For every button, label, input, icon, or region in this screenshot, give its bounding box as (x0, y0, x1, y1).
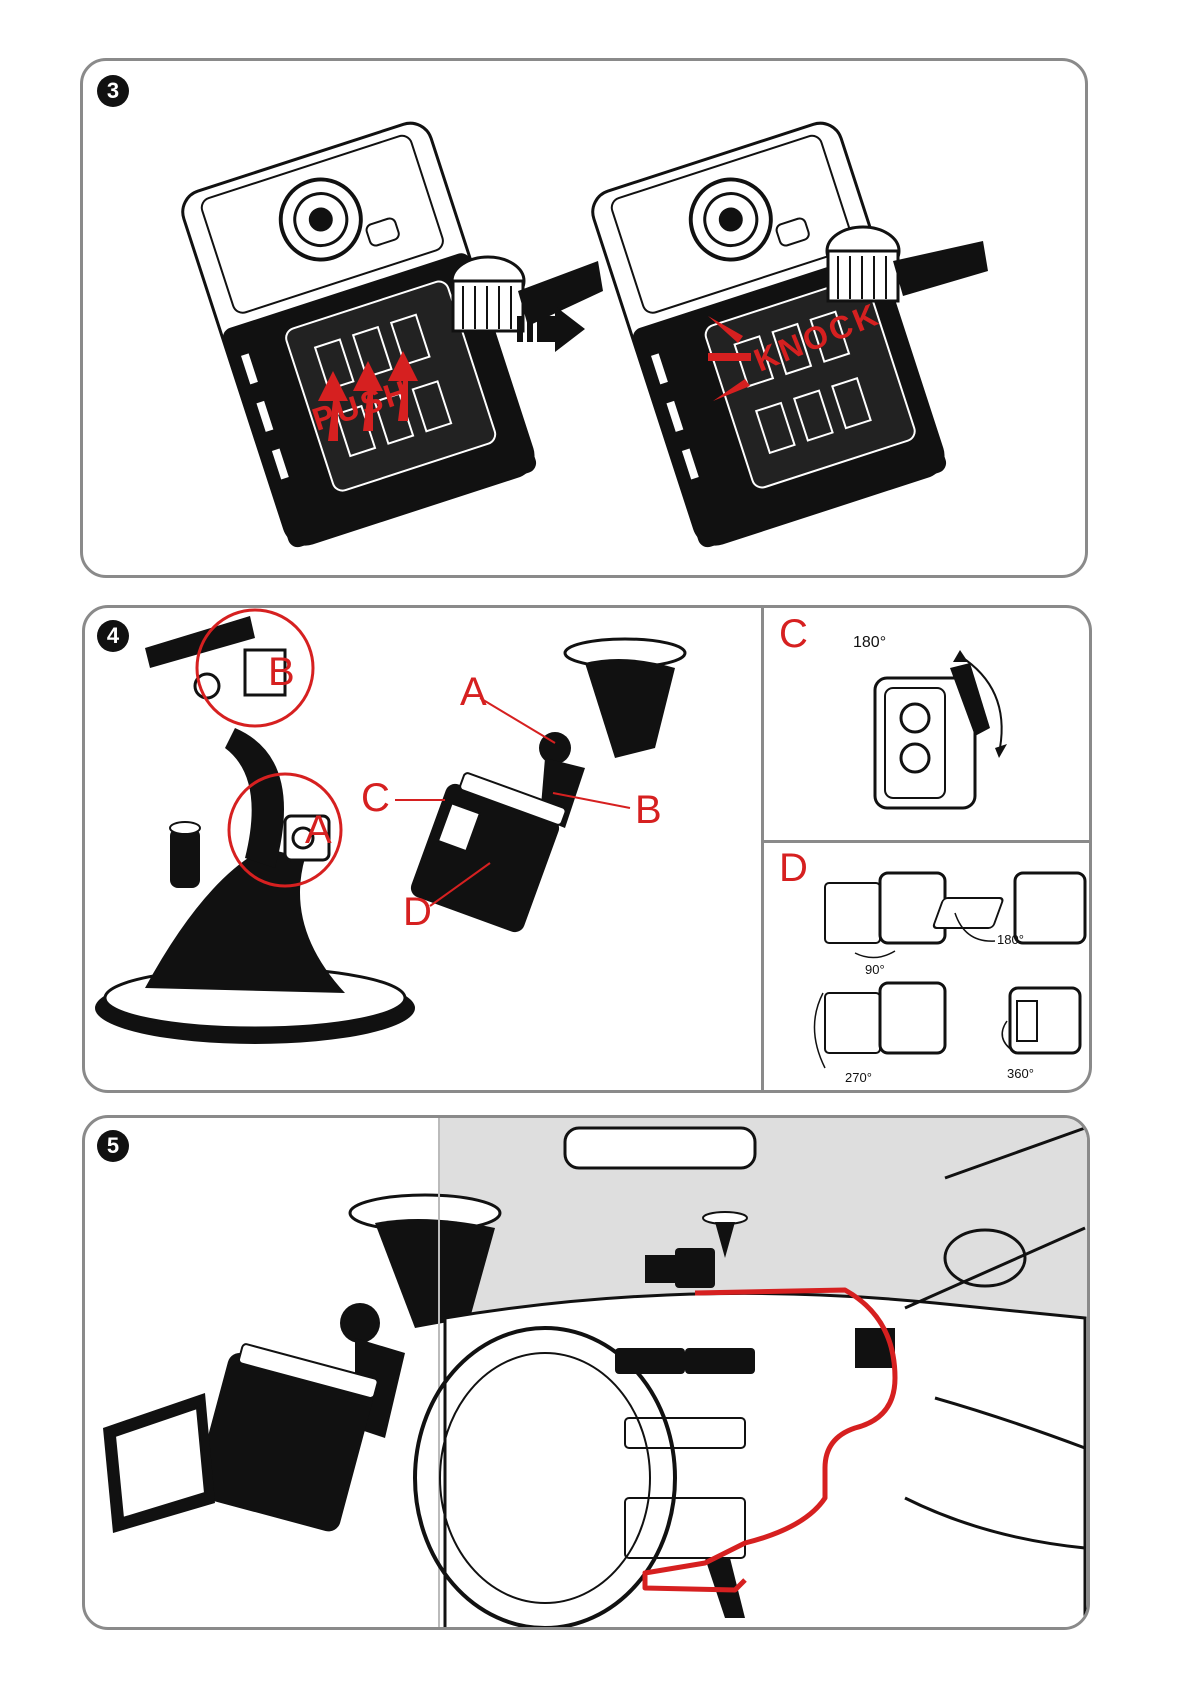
part-b-label: B (268, 650, 295, 695)
part-a-label: A (305, 808, 332, 853)
inset-c-angle: 180° (853, 634, 886, 652)
step-number-badge: 4 (97, 620, 129, 652)
step-4-panel: 4 (82, 605, 1092, 1093)
step-number-badge: 3 (97, 75, 129, 107)
part-a-label-assembled: A (460, 670, 487, 715)
angle-360-label: 360° (1007, 1066, 1034, 1081)
inset-d-title: D (779, 846, 808, 891)
angle-180-label: 180° (997, 932, 1024, 947)
part-c-label: C (361, 776, 390, 821)
step-number-badge: 5 (97, 1130, 129, 1162)
step-5-panel: 5 (82, 1115, 1090, 1630)
inset-c-title: C (779, 612, 808, 657)
mount-parts-illustration (85, 608, 1092, 1093)
camera-push-illustration (83, 61, 1088, 578)
angle-270-label: 270° (845, 1070, 872, 1085)
installed-dashcam-illustration (85, 1118, 1090, 1630)
part-b-label-assembled: B (635, 788, 662, 833)
part-d-label: D (403, 890, 432, 935)
angle-90-label: 90° (865, 962, 885, 977)
step-3-panel: 3 (80, 58, 1088, 578)
